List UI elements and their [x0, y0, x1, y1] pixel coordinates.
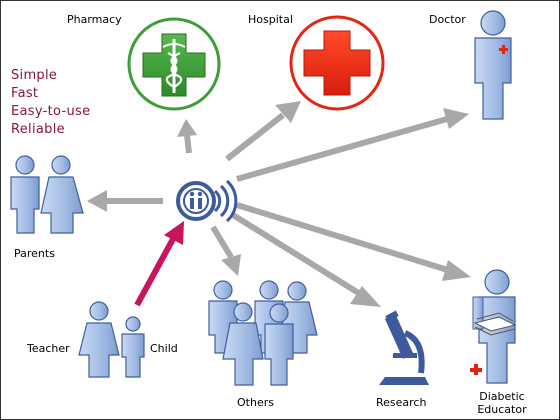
arrow-to-pharmacy: [177, 119, 197, 154]
diabetic-educator-figure: [470, 269, 517, 384]
child-figure: [121, 316, 145, 378]
microscope-icon: [379, 310, 429, 385]
doctor-figure: [474, 10, 512, 120]
arrow-to-hospital: [225, 101, 301, 162]
parents-figures: [10, 155, 84, 234]
arrow-from-teacher-child: [134, 221, 184, 307]
feature-tagline-list: Simple Fast Easy-to-use Reliable: [11, 67, 90, 139]
teacher-label: Teacher: [27, 342, 70, 355]
doctor-label: Doctor: [429, 13, 466, 26]
teacher-figure: [78, 301, 120, 378]
hospital-label: Hospital: [248, 13, 293, 26]
diabetic-educator-label-line2: Educator: [477, 403, 527, 416]
tagline-simple: Simple: [11, 68, 58, 83]
child-label: Child: [150, 342, 178, 355]
arrow-to-others: [210, 225, 241, 276]
arrow-to-doctor: [236, 108, 469, 182]
arrow-to-research: [231, 212, 381, 307]
research-label: Research: [376, 396, 427, 409]
hospital-red-cross-icon: [289, 15, 385, 111]
diabetic-educator-label: Diabetic Educator: [471, 390, 533, 416]
parents-label: Parents: [14, 247, 55, 260]
pharmacy-icon: [127, 17, 221, 111]
arrow-to-parents: [87, 190, 163, 212]
others-label: Others: [237, 396, 274, 409]
others-group-figures: [208, 280, 318, 386]
book-icon: [473, 312, 517, 336]
pharmacy-label: Pharmacy: [67, 13, 122, 26]
arrow-to-diabetic-educator: [236, 202, 471, 281]
wireless-device-icon: [176, 179, 238, 223]
tagline-reliable: Reliable: [11, 122, 65, 137]
tagline-easy-to-use: Easy-to-use: [11, 104, 91, 119]
diabetic-educator-label-line1: Diabetic: [479, 390, 525, 403]
tagline-fast: Fast: [11, 86, 39, 101]
